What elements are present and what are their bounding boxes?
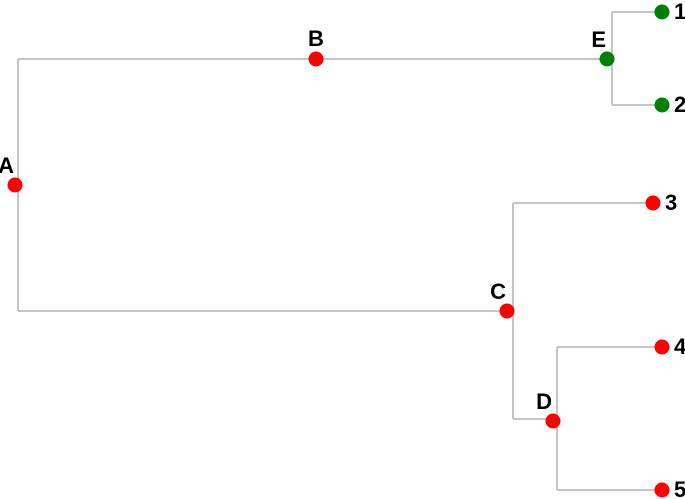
node-E-label: E (591, 27, 606, 52)
branch-E-to-2 (612, 104, 662, 106)
node-5-label: 5 (674, 477, 685, 499)
node-3-dot (645, 195, 661, 211)
node-D-label: D (536, 389, 552, 414)
node-1-dot (654, 4, 670, 20)
node-2-dot (654, 97, 670, 113)
branch-A-to-C (18, 310, 513, 312)
branch-C-to-3 (513, 202, 653, 204)
node-C-label: C (490, 279, 506, 304)
node-5-dot (654, 482, 670, 498)
node-4-label: 4 (674, 334, 685, 359)
node-E-dot (599, 51, 615, 67)
branch-E-to-1 (612, 11, 662, 13)
node-3-label: 3 (665, 190, 678, 215)
node-1-label: 1 (674, 0, 685, 24)
node-A-label: A (0, 153, 14, 178)
node-2-label: 2 (674, 92, 685, 117)
node-D-dot (545, 413, 561, 429)
branch-D-to-5 (557, 489, 662, 491)
node-B-label: B (308, 26, 324, 51)
node-C-dot (499, 303, 515, 319)
node-4-dot (654, 339, 670, 355)
node-A-dot (7, 177, 23, 193)
node-B-dot (308, 51, 324, 67)
branch-C-to-D (513, 418, 557, 420)
branch-D-to-4 (557, 346, 662, 348)
